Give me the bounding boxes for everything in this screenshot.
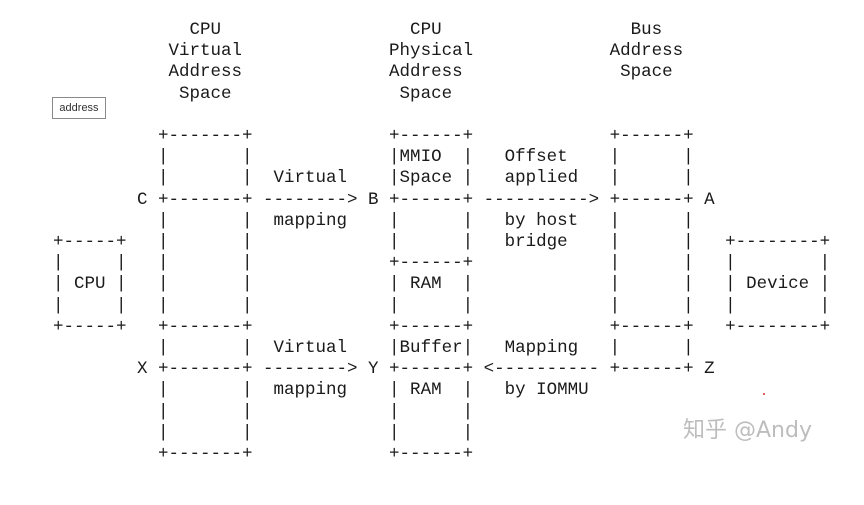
watermark: 知乎 @Andy <box>683 418 812 443</box>
ascii-address-space-diagram: CPU CPU Bus Virtual Physical Address Add… <box>53 20 831 465</box>
decorative-dot <box>763 393 765 395</box>
address-tag: address <box>52 97 106 119</box>
